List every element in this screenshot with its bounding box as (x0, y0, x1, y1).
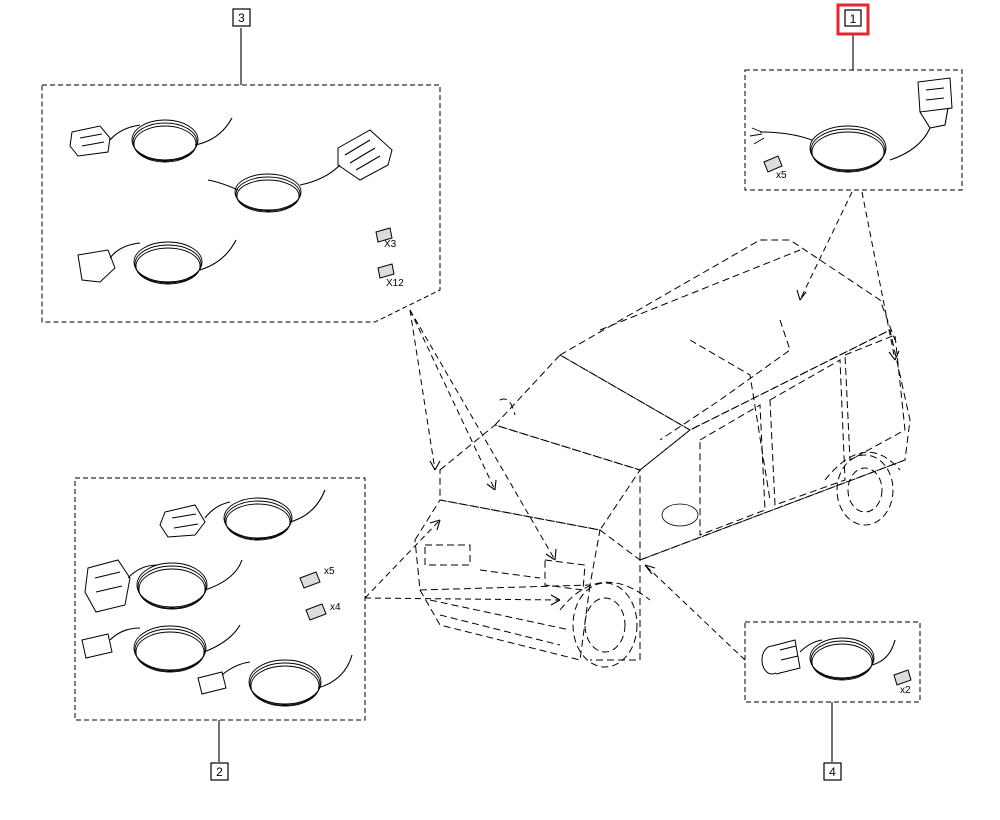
kit-2-clip-x4[interactable]: x4 (305, 602, 341, 621)
kit-3-connector-a[interactable] (69, 117, 233, 163)
kit-1-clip-x5[interactable]: x5 (763, 155, 787, 181)
kit-3-qty-x12: X12 (386, 278, 404, 289)
vehicle-outline (414, 239, 911, 668)
callout-1[interactable]: 1 (836, 3, 870, 36)
kit-2-qty-x5: x5 (324, 566, 335, 577)
kit-2-connector-d[interactable] (197, 654, 353, 707)
kit-3-frame (41, 84, 441, 323)
kit-2-connector-b[interactable] (84, 559, 243, 613)
kit-3-clip-x12[interactable]: X12 (377, 263, 404, 289)
callout-1-label: 1 (850, 12, 857, 26)
kit-3-connector-b[interactable] (207, 129, 393, 213)
callout-4-label: 4 (829, 765, 836, 779)
leader-lines (364, 191, 900, 661)
callout-3[interactable]: 3 (232, 8, 251, 27)
kit-1-qty-x5: x5 (776, 170, 787, 181)
kit-3-clip-x3[interactable]: X3 (375, 227, 397, 250)
callout-2[interactable]: 2 (210, 762, 229, 781)
kit-2-qty-x4: x4 (330, 602, 341, 613)
kit-1-connector[interactable] (749, 77, 953, 173)
kit-2-connector-c[interactable] (81, 624, 241, 673)
callout-2-label: 2 (216, 765, 223, 779)
callout-4[interactable]: 4 (823, 762, 842, 781)
callout-connectors (218, 28, 854, 762)
kit-4-clip-x2[interactable]: x2 (893, 669, 912, 696)
kit-2-frame (74, 477, 366, 721)
kit-2-connector-a[interactable] (159, 489, 326, 541)
kit-3-connector-c[interactable] (77, 239, 237, 285)
kit-2-clip-x5[interactable]: x5 (299, 566, 335, 589)
kit-4-qty-x2: x2 (900, 685, 911, 696)
callout-3-label: 3 (238, 11, 245, 25)
kit-3-qty-x3: X3 (384, 239, 397, 250)
kit-4-connector[interactable] (761, 637, 896, 681)
